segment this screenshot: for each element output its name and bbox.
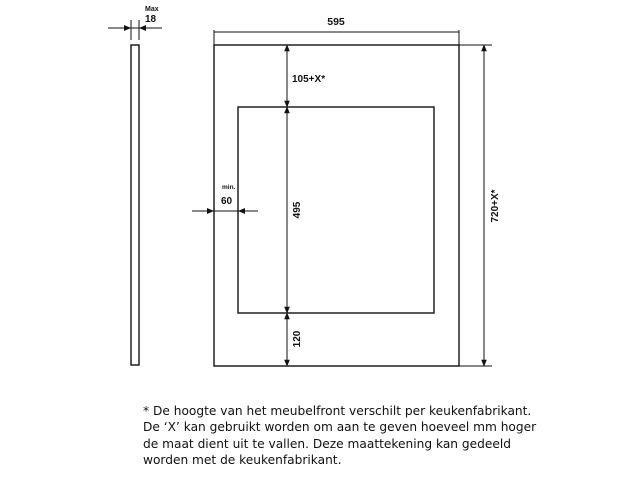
footnote-line: De ‘X’ kan gebruikt worden om aan te gev… (143, 420, 537, 435)
footnote-line: worden met de keukenfabrikant. (143, 453, 342, 468)
side-gap-arrow-left (207, 208, 214, 214)
thickness-arrow-left (124, 25, 131, 31)
top-gap-value: 105+X* (292, 74, 325, 85)
side-view: Max 18 (108, 6, 162, 366)
cutout-height-value: 495 (292, 201, 303, 218)
cutout-outline (237, 106, 435, 314)
thickness-value: 18 (145, 14, 157, 25)
max-label: Max (145, 6, 159, 13)
footnote-line: de maat dient uit te vallen. Deze maatte… (143, 436, 511, 451)
footnote: * De hoogte van het meubelfront verschil… (143, 403, 583, 469)
min-label: min. (222, 184, 236, 191)
width-value: 595 (327, 16, 345, 28)
front-panel-outline (213, 44, 460, 367)
side-panel (130, 44, 140, 366)
footnote-line: * De hoogte van het meubelfront verschil… (143, 404, 532, 418)
front-view: 595 105+X* 495 120 min. 60 720+X* (192, 16, 501, 367)
side-gap-arrow-right (238, 208, 245, 214)
total-height-value: 720+X* (490, 189, 501, 222)
side-gap-value: 60 (221, 196, 233, 207)
bottom-gap-value: 120 (292, 330, 303, 347)
thickness-arrow-right (139, 25, 146, 31)
